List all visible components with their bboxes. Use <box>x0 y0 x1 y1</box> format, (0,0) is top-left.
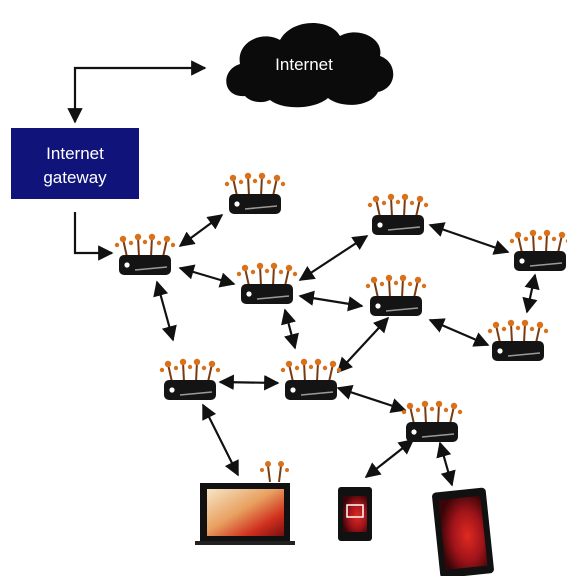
gateway-label-line2: gateway <box>43 168 107 187</box>
link-a-f <box>153 280 177 342</box>
link-d-h <box>428 222 510 255</box>
link-c-d <box>298 235 369 281</box>
link-j-phone <box>364 439 415 478</box>
tablet-icon[interactable] <box>432 487 495 576</box>
router-g[interactable] <box>279 357 343 401</box>
link-g-j <box>336 385 407 413</box>
router-e[interactable] <box>364 273 428 317</box>
link-e-i <box>428 318 490 347</box>
router-a[interactable] <box>113 232 177 276</box>
smartphone-icon[interactable] <box>338 487 372 541</box>
link-f-laptop <box>202 403 239 477</box>
link-c-e <box>298 290 364 312</box>
link-h-i <box>522 273 540 314</box>
router-i[interactable] <box>486 318 550 362</box>
router-b[interactable] <box>223 171 287 215</box>
link-e-g <box>336 316 390 374</box>
laptop-icon[interactable] <box>195 461 295 545</box>
gateway-label-line1: Internet <box>46 144 104 163</box>
router-f[interactable] <box>158 357 222 401</box>
gateway-router-link <box>73 212 114 261</box>
link-a-c <box>178 264 236 288</box>
router-j[interactable] <box>400 399 464 443</box>
router-h[interactable] <box>508 228 567 272</box>
link-c-g <box>281 308 299 350</box>
router-c[interactable] <box>235 261 299 305</box>
internet-cloud-label: Internet <box>275 55 333 74</box>
internet-cloud[interactable]: Internet <box>226 22 394 108</box>
link-f-g <box>218 374 280 391</box>
router-d[interactable] <box>366 192 430 236</box>
link-a-b <box>178 214 224 247</box>
link-j-tablet <box>436 441 456 487</box>
gateway-internet-link <box>67 60 207 124</box>
internet-gateway[interactable]: Internet gateway <box>11 128 139 199</box>
